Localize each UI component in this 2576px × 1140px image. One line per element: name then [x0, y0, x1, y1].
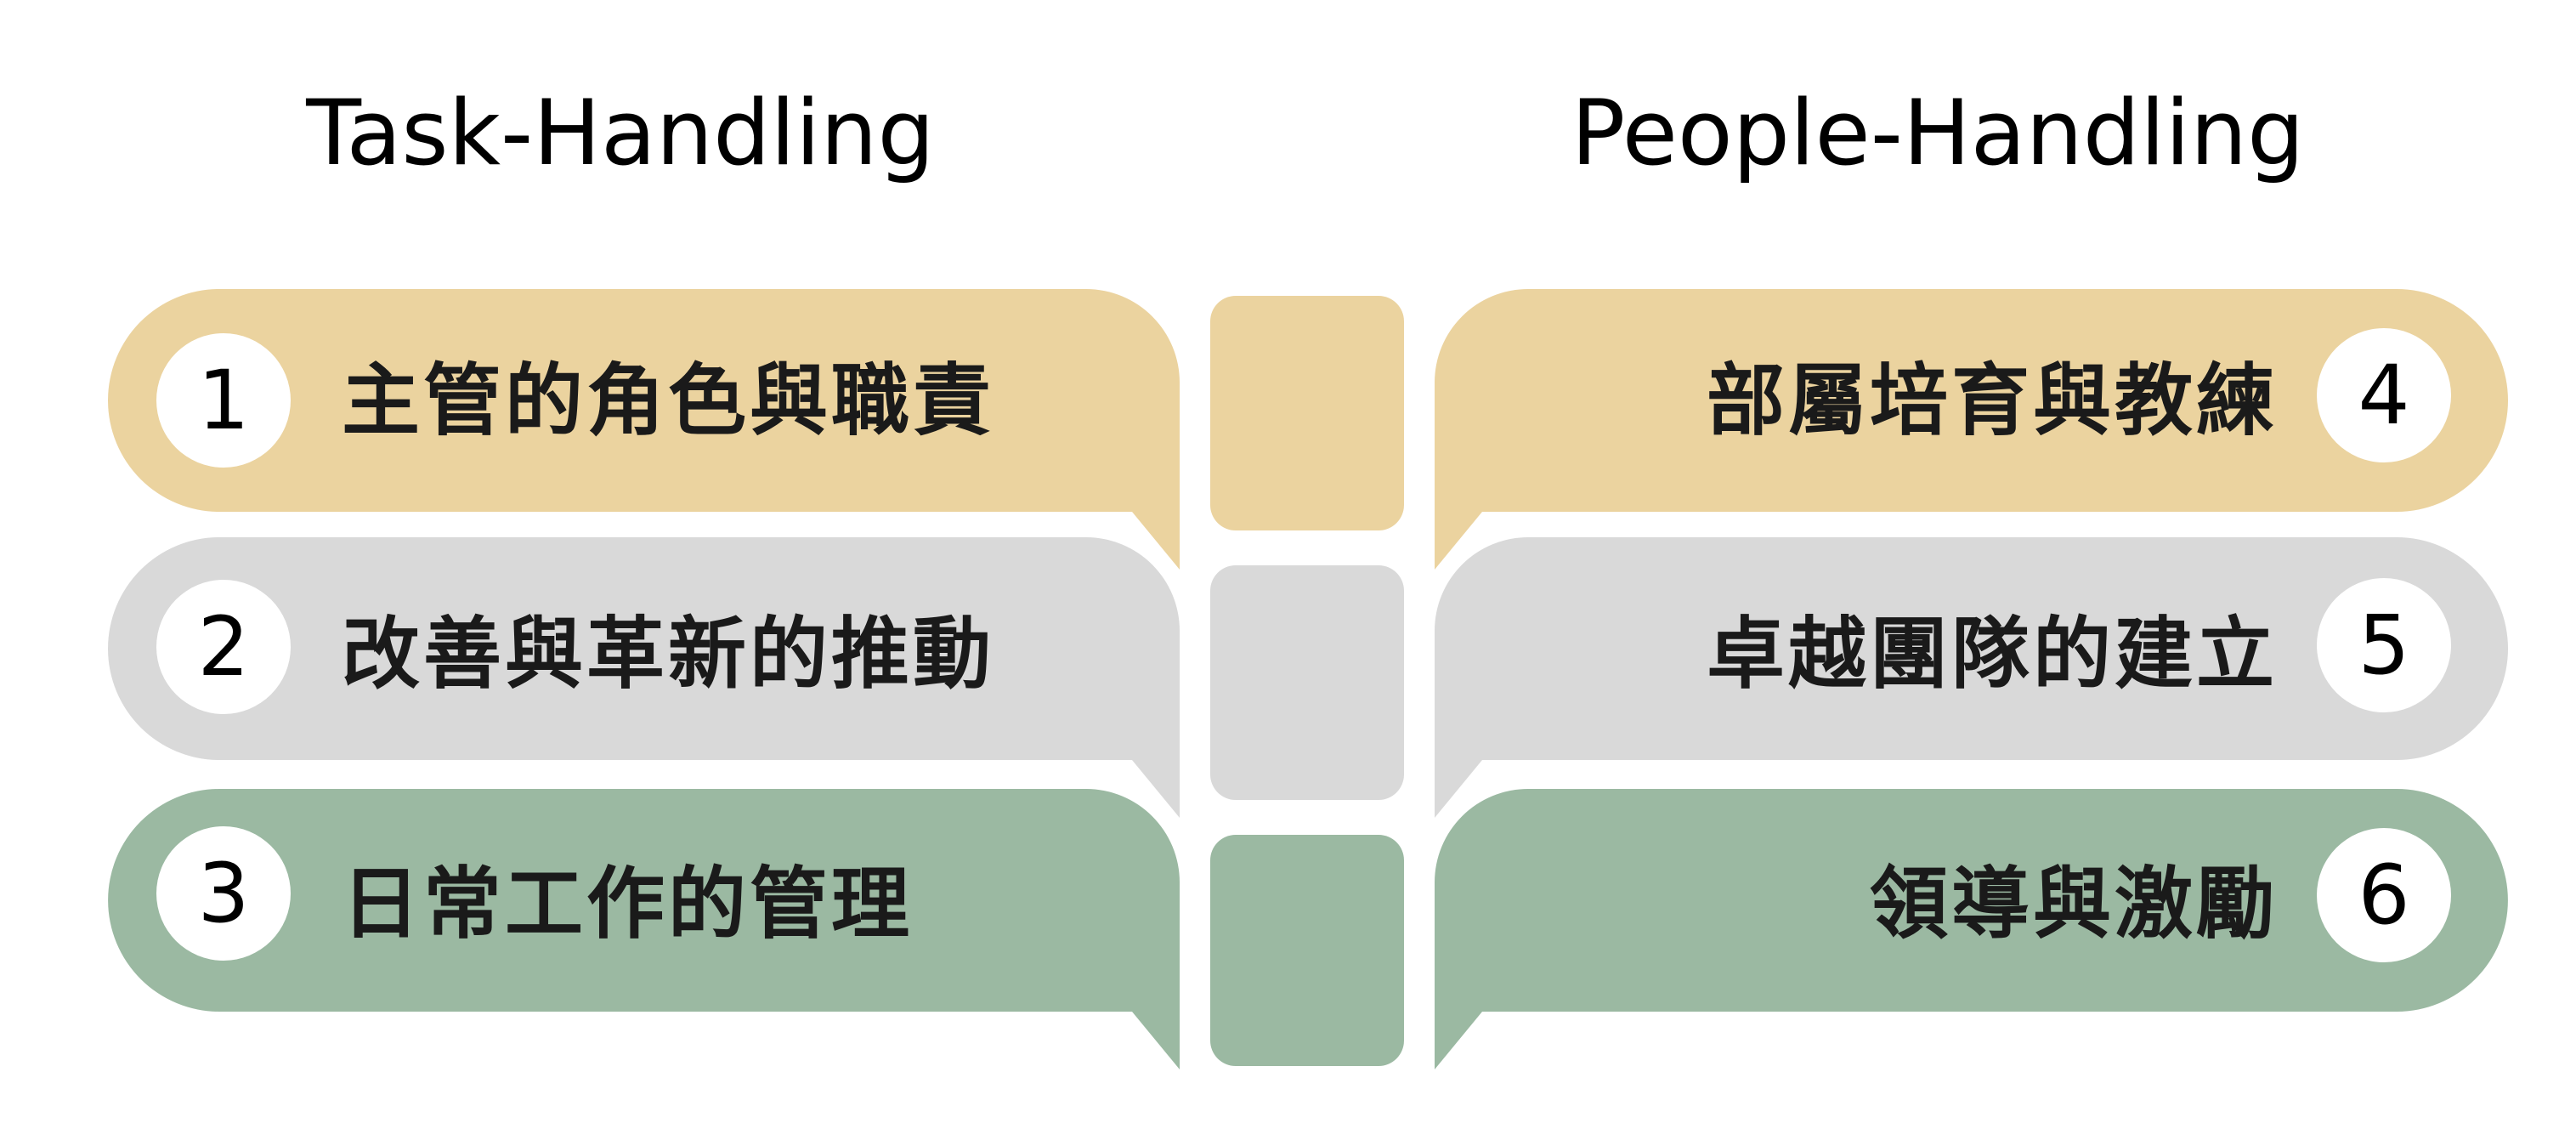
heading-task-handling: Task-Handling [306, 81, 935, 185]
number-badge-4: 4 [2317, 328, 2451, 462]
left-bubble-2 [108, 537, 1180, 818]
left-bubble-1 [108, 289, 1180, 570]
right-bubble-3 [1435, 789, 2508, 1069]
number-badge-1: 1 [156, 333, 291, 468]
right-bubble-1 [1435, 289, 2508, 570]
number-badge-3: 3 [156, 826, 291, 961]
number-badge-6: 6 [2317, 828, 2451, 962]
item-label-5: 卓越團隊的建立 [1706, 609, 2278, 700]
number-badge-5: 5 [2317, 578, 2451, 712]
center-block-3 [1210, 835, 1404, 1066]
heading-people-handling: People-Handling [1571, 81, 2305, 185]
left-bubble-3 [108, 789, 1180, 1069]
center-block-2 [1210, 565, 1404, 800]
item-label-1: 主管的角色與職責 [342, 355, 995, 446]
item-label-3: 日常工作的管理 [342, 859, 914, 950]
center-block-1 [1210, 296, 1404, 530]
item-label-2: 改善與革新的推動 [342, 609, 995, 700]
number-badge-2: 2 [156, 580, 291, 714]
item-label-4: 部屬培育與教練 [1706, 355, 2278, 446]
right-bubble-2 [1435, 537, 2508, 818]
item-label-6: 領導與激勵 [1869, 859, 2278, 950]
